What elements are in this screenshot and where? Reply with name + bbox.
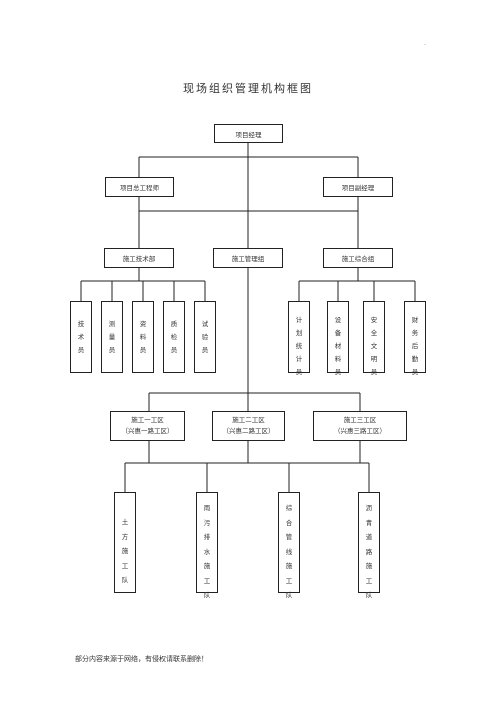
node-project-manager: 项目经理 (214, 124, 283, 143)
node-mgmt-group: 施工管理组 (213, 248, 283, 268)
node-equip-staff: 设 备 材 料 员 (327, 301, 349, 376)
node-chief-engineer: 项目总工程师 (105, 177, 174, 197)
chart-title: 现场组织管理机构框图 (183, 82, 313, 95)
node-zone-2: 施工二工区 （兴惠二路工区） (212, 411, 285, 441)
node-team-earthwork: 土 方 施 工 队 (114, 492, 136, 593)
node-finance-staff: 财 务 后 勤 员 (404, 301, 426, 376)
node-data-staff: 资 料 员 (132, 301, 154, 373)
node-deputy-manager: 项目副经理 (323, 177, 393, 197)
node-team-pipeline: 综 合 管 线 施 工 队 (278, 492, 300, 599)
node-lab-staff: 试 验 员 (194, 301, 216, 373)
node-tech-staff: 技 术 员 (70, 301, 92, 373)
node-tech-dept: 施工技术部 (104, 248, 174, 268)
node-team-drainage: 雨 污 排 水 施 工 队 (196, 492, 218, 599)
footer-disclaimer: 部分内容来源于网络，有侵权请联系删除！ (75, 655, 208, 663)
node-safety-staff: 安 全 文 明 员 (363, 301, 385, 376)
corner-mark: . (424, 40, 426, 47)
node-plan-staff: 计 划 统 计 员 (288, 301, 310, 376)
node-quality-staff: 质 检 员 (163, 301, 185, 373)
node-general-group: 施工综合组 (323, 248, 393, 268)
node-zone-3: 施工三工区 （兴惠三路工区） (313, 411, 407, 441)
node-zone-1: 施工一工区 （兴惠一路工区） (110, 411, 185, 441)
node-survey-staff: 测 量 员 (101, 301, 123, 373)
node-team-asphalt: 沥 青 道 路 施 工 队 (358, 492, 380, 599)
